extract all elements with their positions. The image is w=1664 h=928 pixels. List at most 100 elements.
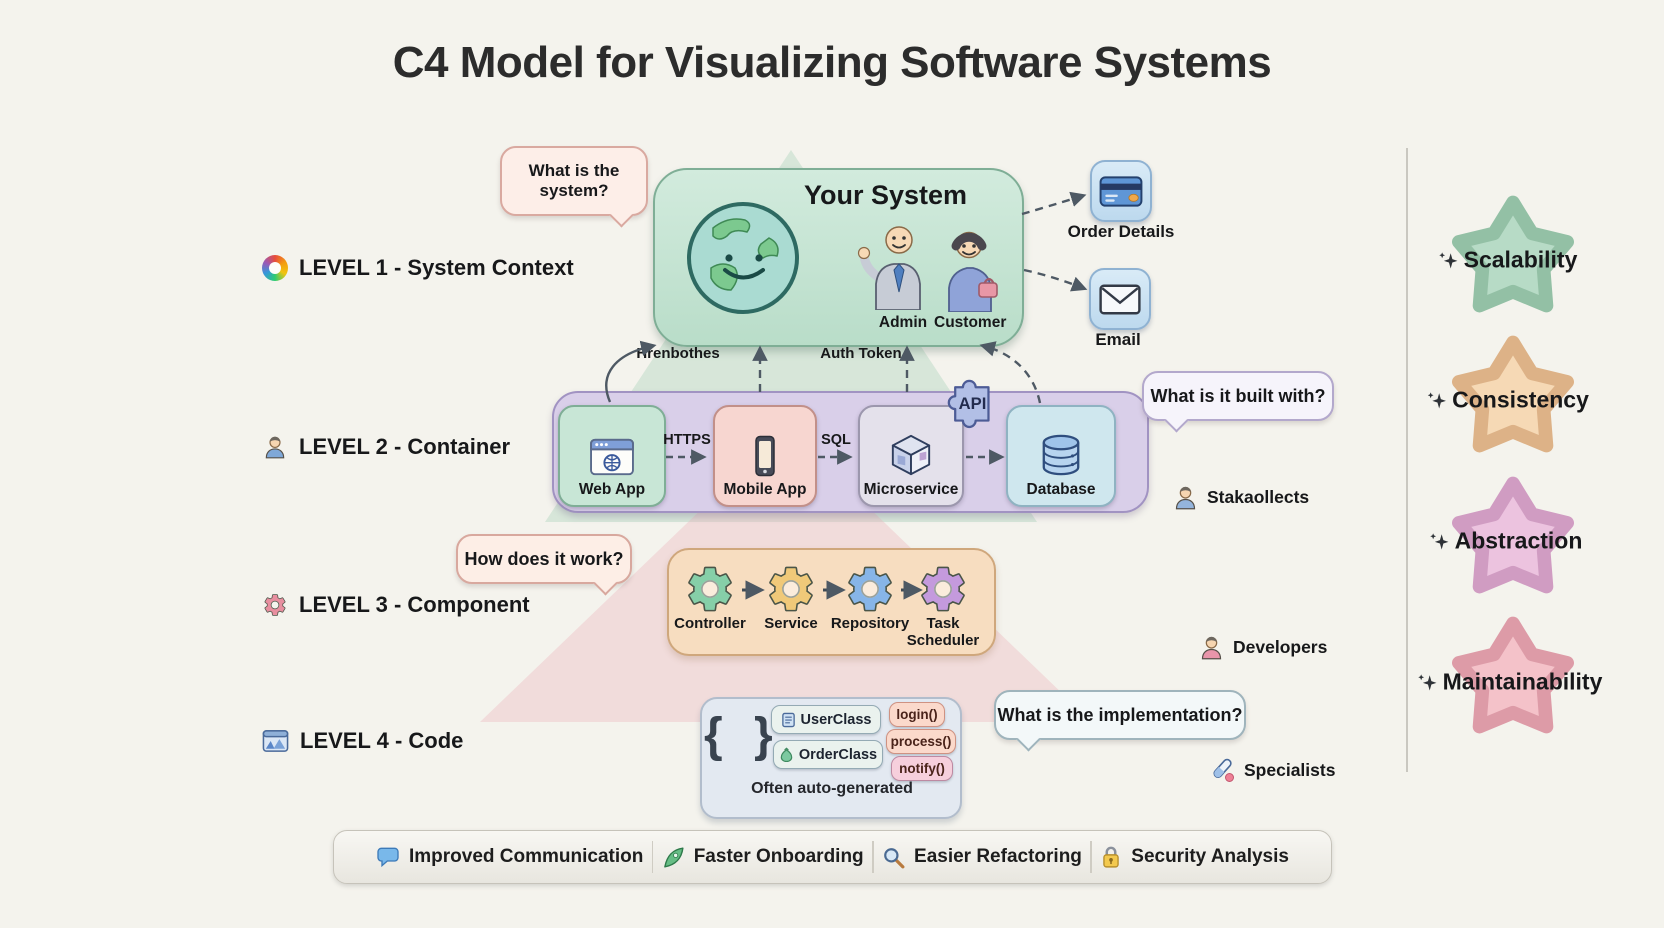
pouch-icon: [780, 747, 793, 762]
abstraction-row: Abstraction: [1430, 527, 1583, 555]
task-scheduler-label: Task Scheduler: [906, 615, 980, 649]
edge-label-auth-token: Auth Token: [820, 345, 902, 362]
benefit-security-analysis: Security Analysis: [1100, 845, 1289, 869]
service-gear-icon: [764, 562, 818, 616]
database-box: Database: [1006, 405, 1116, 507]
arrow-system-to-order-details: [1021, 191, 1087, 216]
arrow-system-to-email: [1023, 268, 1088, 292]
notify-method-pill: notify(): [891, 756, 953, 781]
component-controller: Controller: [666, 562, 754, 633]
stakeholders-label: Stakaollects: [1207, 487, 1310, 507]
vertical-divider: [1406, 148, 1408, 772]
web-app-label: Web App: [578, 481, 646, 498]
admin-figure-icon: [857, 226, 921, 310]
benefits-bar: Improved Communication Faster Onboarding…: [333, 830, 1332, 884]
api-badge-text: API: [959, 394, 987, 413]
edge-label-sql: SQL: [821, 432, 851, 448]
sparkle-icon: [1418, 674, 1437, 691]
order-class-pill: OrderClass: [773, 740, 883, 769]
gear-icon: [262, 592, 288, 618]
consistency-row: Consistency: [1427, 387, 1589, 414]
specialists-label: Specialists: [1244, 759, 1336, 780]
magnifier-icon: [884, 847, 905, 868]
rainbow-ring-icon: [262, 255, 288, 281]
component-service: Service: [747, 562, 835, 633]
edge-label-left: Hrenbothes: [636, 345, 720, 362]
code-window-icon: [262, 730, 289, 752]
user-class-pill: UserClass: [771, 705, 881, 734]
level3-label: LEVEL 3 - Component: [299, 592, 530, 617]
benefit-label: Easier Refactoring: [914, 846, 1082, 867]
document-icon: [781, 712, 795, 727]
maintainability-label: Maintainability: [1442, 668, 1603, 695]
level2-label: LEVEL 2 - Container: [299, 434, 511, 459]
abstraction-label: Abstraction: [1454, 527, 1583, 554]
level4-label: LEVEL 4 - Code: [300, 728, 464, 753]
process-method-pill: process(): [886, 729, 956, 754]
code-braces: { }: [704, 709, 782, 762]
page-title: C4 Model for Visualizing Software System…: [392, 38, 1272, 87]
benefit-label: Faster Onboarding: [693, 846, 864, 867]
controller-gear-icon: [683, 562, 737, 616]
bubble-what-is-the-system: What is the system?: [500, 146, 648, 216]
rocket-icon: [663, 846, 684, 868]
bubble-what-is-it-built-with: What is it built with?: [1142, 371, 1334, 421]
repository-gear-icon: [843, 562, 897, 616]
edge-label-https: HTTPS: [663, 432, 711, 448]
database-label: Database: [1026, 481, 1096, 498]
code-note: Often auto-generated: [751, 780, 913, 797]
scalability-row: Scalability: [1439, 246, 1578, 274]
globe-icon: [687, 202, 799, 314]
component-task-scheduler: Task Scheduler: [903, 562, 983, 649]
service-label: Service: [764, 615, 818, 632]
maintainability-row: Maintainability: [1418, 668, 1603, 696]
sparkle-icon: [1427, 392, 1446, 409]
order-details-tile: [1090, 160, 1152, 222]
benefit-label: Improved Communication: [409, 846, 644, 867]
specialists-row: Specialists: [1208, 756, 1335, 784]
test-tube-icon: [1213, 758, 1234, 782]
your-system-title: Your System: [803, 180, 968, 210]
customer-figure-icon: [948, 231, 998, 312]
benefit-faster-onboarding: Faster Onboarding: [662, 846, 864, 869]
developer-person-icon: [1198, 634, 1225, 661]
email-label: Email: [1095, 330, 1141, 349]
microservice-label: Microservice: [863, 481, 959, 498]
microservice-box: Microservice: [858, 405, 964, 507]
benefit-easier-refactoring: Easier Refactoring: [882, 846, 1082, 869]
component-repository: Repository: [826, 562, 914, 633]
consistency-label: Consistency: [1452, 386, 1589, 413]
level4-label-row: LEVEL 4 - Code: [262, 728, 463, 754]
envelope-icon: [1099, 284, 1141, 314]
person-icon: [262, 434, 288, 460]
benefit-label: Security Analysis: [1131, 846, 1289, 867]
stakeholder-person-icon: [1172, 484, 1199, 511]
abstraction-star: [1451, 476, 1575, 594]
login-method-pill: login(): [889, 702, 945, 727]
bar-separator: [651, 841, 654, 873]
sparkle-icon: [1430, 533, 1449, 550]
mobile-app-label: Mobile App: [723, 481, 807, 498]
bar-separator: [872, 841, 874, 873]
level1-label: LEVEL 1 - System Context: [299, 255, 574, 280]
developers-label: Developers: [1233, 637, 1328, 657]
task-scheduler-gear-icon: [916, 562, 970, 616]
stakeholders-row: Stakaollects: [1172, 484, 1309, 511]
level2-label-row: LEVEL 2 - Container: [262, 434, 510, 460]
consistency-star: [1451, 335, 1575, 453]
email-tile: [1089, 268, 1151, 330]
bar-separator: [1090, 841, 1092, 873]
user-class-label: UserClass: [800, 711, 872, 728]
your-system-box: [653, 168, 1024, 347]
credit-card-icon: [1099, 175, 1143, 207]
database-icon: [1042, 434, 1080, 476]
level3-label-row: LEVEL 3 - Component: [262, 592, 530, 618]
level1-label-row: LEVEL 1 - System Context: [262, 255, 574, 281]
order-class-label: OrderClass: [798, 746, 878, 763]
cube-icon: [891, 434, 931, 476]
scalability-label: Scalability: [1463, 246, 1578, 273]
developers-row: Developers: [1198, 634, 1327, 661]
controller-label: Controller: [674, 615, 746, 632]
browser-icon: [590, 438, 634, 476]
